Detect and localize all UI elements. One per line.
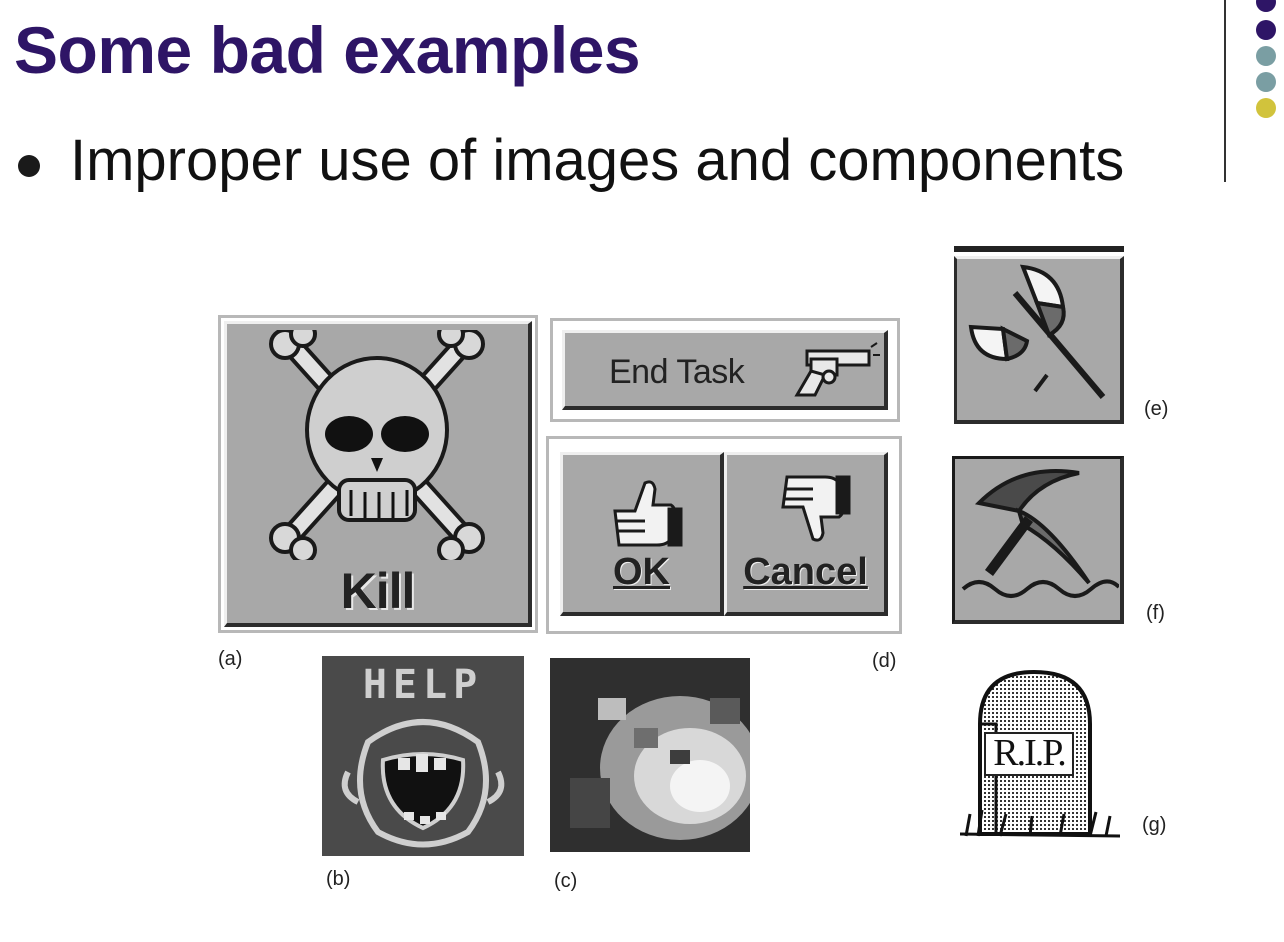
thumbs-up-icon	[613, 480, 683, 547]
cancel-label: Cancel	[743, 551, 868, 593]
screaming-face-icon	[341, 719, 505, 848]
help-label: HELP	[362, 662, 484, 708]
caption-a: (a)	[218, 648, 243, 670]
dot-icon	[1256, 72, 1276, 92]
pixelated-face-image	[550, 658, 750, 852]
rip-label: R.I.P.	[984, 732, 1074, 776]
thumbs-down-icon	[781, 475, 851, 542]
dot-icon	[1256, 0, 1276, 12]
ok-button[interactable]: OK	[560, 452, 724, 616]
caption-g: (g)	[1142, 814, 1167, 836]
caption-e: (e)	[1144, 398, 1169, 420]
dot-icon	[1256, 46, 1276, 66]
skull-crossbones-icon	[269, 330, 485, 560]
end-task-label: End Task	[609, 353, 745, 391]
slide-title: Some bad examples	[14, 13, 641, 87]
double-axe-icon	[968, 264, 1106, 399]
bullet-dot-icon	[18, 155, 40, 177]
dot-icon	[1256, 98, 1276, 118]
revolver-icon	[794, 342, 880, 397]
axe-top-rule	[954, 246, 1124, 252]
kill-button[interactable]: Kill	[224, 321, 532, 627]
kill-button-frame	[218, 315, 538, 633]
bullet-text: Improper use of images and components	[70, 128, 1125, 193]
pixelated-photo	[550, 658, 750, 852]
pickaxe-icon	[961, 469, 1119, 598]
help-icon-tile: HELP	[322, 656, 524, 856]
decorative-divider	[1224, 0, 1226, 182]
end-task-button[interactable]: End Task	[562, 330, 888, 410]
axe-button[interactable]	[954, 256, 1124, 424]
cancel-button[interactable]: Cancel	[724, 452, 888, 616]
caption-c: (c)	[554, 870, 578, 892]
dot-icon	[1256, 20, 1276, 40]
ok-cancel-frame	[546, 436, 902, 634]
caption-d: (d)	[872, 650, 897, 672]
ok-label: OK	[613, 551, 670, 593]
caption-b: (b)	[326, 868, 351, 890]
tombstone-icon: R.I.P.	[959, 664, 1121, 848]
pickaxe-button[interactable]	[952, 456, 1124, 624]
caption-f: (f)	[1146, 602, 1165, 624]
end-task-frame	[550, 318, 900, 422]
kill-label: Kill	[340, 563, 416, 619]
